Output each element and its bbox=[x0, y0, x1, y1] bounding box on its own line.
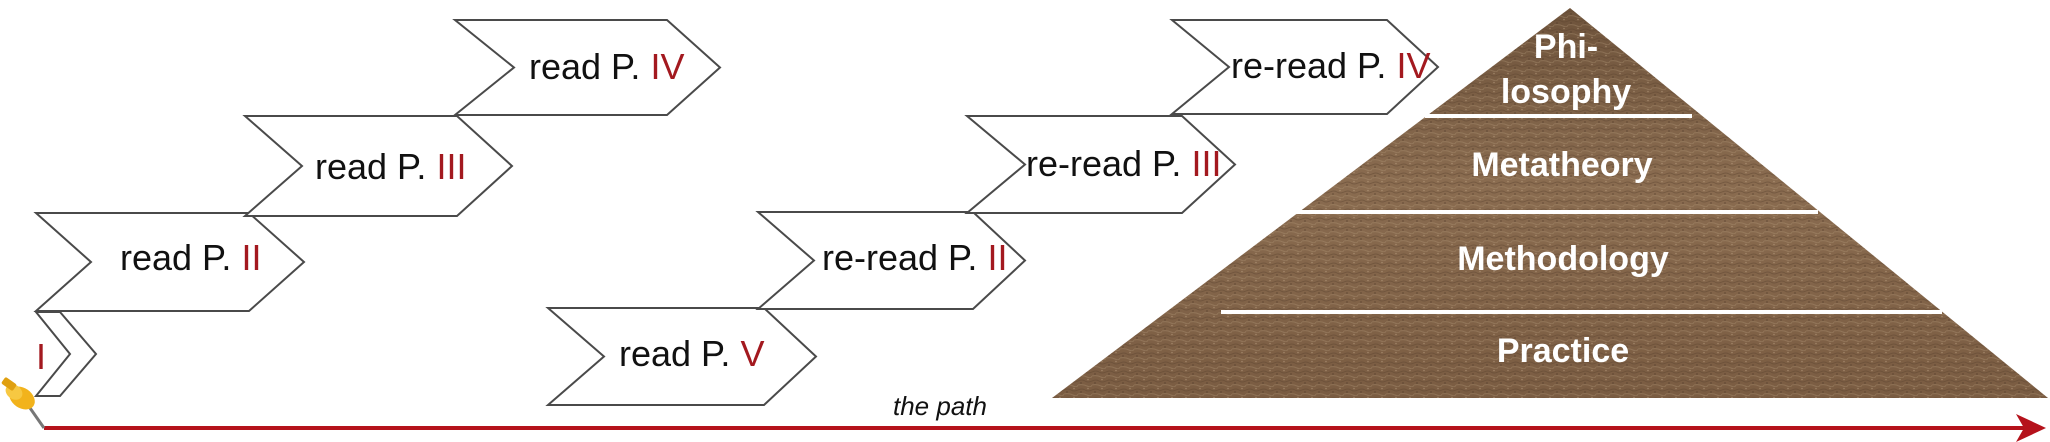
path-arrow: the path bbox=[44, 391, 2046, 442]
pushpin-icon bbox=[1, 377, 46, 429]
path-label: the path bbox=[893, 391, 987, 421]
pyramid: Phi- losophy Metatheory Methodology Prac… bbox=[1052, 8, 2048, 398]
chevron-start-label: I bbox=[36, 336, 46, 377]
pyramid-texture bbox=[1052, 8, 2048, 398]
chevron-reread-3 bbox=[964, 115, 1237, 214]
chevron-reread-4 bbox=[1169, 19, 1440, 115]
layer-practice: Practice bbox=[1497, 332, 1629, 370]
chevron-read-3-prefix: read P. bbox=[315, 146, 436, 187]
chevron-reread-2-prefix: re-read P. bbox=[822, 237, 987, 278]
chevron-read-2-prefix: read P. bbox=[120, 237, 241, 278]
chevron-read-5-prefix: read P. bbox=[619, 333, 740, 374]
chevron-read-4-prefix: read P. bbox=[529, 46, 650, 87]
chevron-reread-2-label: re-read P. II bbox=[822, 237, 1007, 278]
chevron-reread-3-numeral: III bbox=[1191, 143, 1221, 184]
layer-philosophy-line1: Phi- bbox=[1534, 28, 1598, 66]
chevron-reread-3-label: re-read P. III bbox=[1026, 143, 1221, 184]
chevron-reread-3-prefix: re-read P. bbox=[1026, 143, 1191, 184]
chevron-read-5-label: read P. V bbox=[619, 333, 764, 374]
chevron-read-5-numeral: V bbox=[740, 333, 764, 374]
chevron-read-2-numeral: II bbox=[241, 237, 261, 278]
arrow-head bbox=[2016, 414, 2046, 442]
layer-philosophy-line2: losophy bbox=[1501, 73, 1631, 111]
chevron-read-3-numeral: III bbox=[436, 146, 466, 187]
chevron-reread-4-numeral: IV bbox=[1396, 45, 1430, 86]
layer-methodology: Methodology bbox=[1457, 240, 1669, 278]
chevron-reread-4-prefix: re-read P. bbox=[1231, 45, 1396, 86]
chevron-reread-2-numeral: II bbox=[987, 237, 1007, 278]
chevron-start-numeral: I bbox=[36, 336, 46, 377]
chevron-read-3-label: read P. III bbox=[315, 146, 466, 187]
chevron-read-4-numeral: IV bbox=[650, 46, 684, 87]
chevron-read-2-label: read P. II bbox=[120, 237, 261, 278]
layer-metatheory: Metatheory bbox=[1471, 146, 1652, 184]
chevron-group bbox=[33, 19, 1440, 406]
chevron-read-4 bbox=[452, 19, 722, 116]
chevron-reread-4-label: re-read P. IV bbox=[1231, 45, 1430, 86]
chevron-read-4-label: read P. IV bbox=[529, 46, 684, 87]
